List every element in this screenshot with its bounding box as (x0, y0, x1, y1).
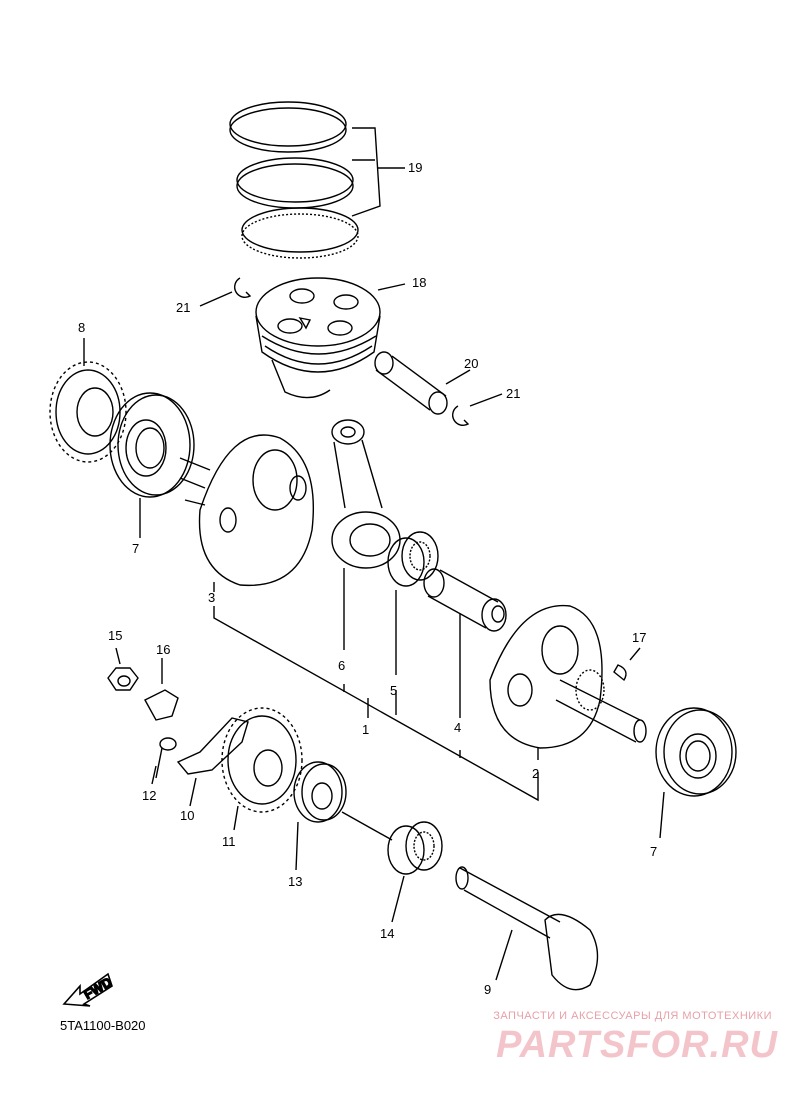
woodruff-key (613, 647, 641, 682)
callout-20: 20 (464, 356, 478, 371)
balancer-needle-bearing (387, 821, 443, 923)
balancer-shaft (455, 866, 599, 991)
fwd-arrow (62, 972, 113, 1007)
callout-1: 1 (362, 722, 369, 737)
callout-12: 12 (142, 788, 156, 803)
bolt (151, 737, 177, 785)
crank-pin (423, 568, 507, 718)
drive-gear (49, 338, 127, 463)
piston-rings (229, 101, 405, 259)
callout-19: 19 (408, 160, 422, 175)
callout-18: 18 (412, 275, 426, 290)
callout-17: 17 (632, 630, 646, 645)
callout-21-left: 21 (176, 300, 190, 315)
callout-15: 15 (108, 628, 122, 643)
lock-washer (144, 658, 179, 721)
callout-9: 9 (484, 982, 491, 997)
connecting-rod (331, 419, 401, 650)
callout-7-right: 7 (650, 844, 657, 859)
callout-14: 14 (380, 926, 394, 941)
watermark-tagline: ЗАПЧАСТИ И АКСЕССУАРЫ ДЛЯ МОТОТЕХНИКИ (493, 1010, 772, 1022)
callout-3: 3 (208, 590, 215, 605)
callout-13: 13 (288, 874, 302, 889)
callout-21-right: 21 (506, 386, 520, 401)
left-bearing (109, 392, 195, 538)
callout-11: 11 (222, 834, 236, 849)
callout-16: 16 (156, 642, 170, 657)
assembly-bracket-lines (213, 606, 539, 802)
needle-bearing (387, 531, 439, 675)
nut (107, 647, 139, 691)
callout-6: 6 (338, 658, 345, 673)
callout-7-left: 7 (132, 541, 139, 556)
balancer-gear (221, 707, 303, 831)
small-bearing (293, 761, 393, 871)
diagram-code: 5TA1100-B020 (60, 1018, 146, 1033)
watermark-logo: PARTSFOR.RU (496, 1024, 778, 1066)
left-crank-web (179, 434, 315, 592)
right-crank-web (489, 604, 647, 760)
right-bearing (655, 707, 737, 839)
callout-2: 2 (532, 766, 539, 781)
plate (176, 717, 249, 807)
callout-5: 5 (390, 683, 397, 698)
circlips (199, 277, 503, 426)
piston-pin (374, 351, 471, 415)
piston (255, 277, 406, 399)
callout-4: 4 (454, 720, 461, 735)
callout-10: 10 (180, 808, 194, 823)
callout-8: 8 (78, 320, 85, 335)
